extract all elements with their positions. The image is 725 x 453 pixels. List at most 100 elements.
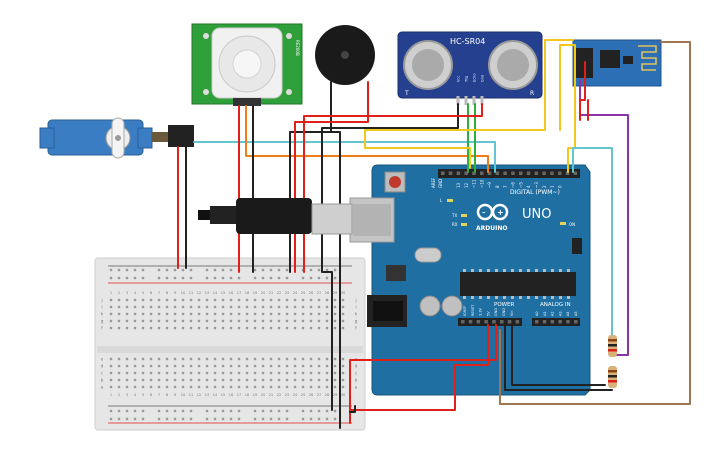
breadboard-hole [221, 312, 225, 316]
column-number: 16 [229, 393, 233, 397]
breadboard-hole [141, 319, 145, 323]
breadboard-hole [221, 385, 225, 389]
breadboard-hole [245, 371, 249, 375]
rail-hole [269, 276, 273, 280]
rail-hole [117, 417, 121, 421]
digital-pin-label: 8 [495, 185, 500, 188]
breadboard-hole [213, 326, 217, 330]
breadboard-hole [149, 357, 153, 361]
resistor-2-band-1 [608, 370, 617, 373]
rail-hole [157, 276, 161, 280]
breadboard-hole [197, 378, 201, 382]
breadboard-hole [245, 319, 249, 323]
breadboard-hole [261, 305, 265, 309]
header-pin [495, 171, 500, 175]
breadboard-hole [229, 305, 233, 309]
digital-pin-label: ~6 [511, 182, 516, 188]
usb-port-inner [353, 204, 391, 236]
breadboard-hole [333, 364, 337, 368]
breadboard-hole [229, 312, 233, 316]
rail-hole [181, 417, 185, 421]
column-number: 14 [213, 291, 218, 295]
power-pin-label: 5V [486, 311, 490, 316]
breadboard-hole [293, 305, 297, 309]
breadboard-hole [237, 298, 241, 302]
rail-hole [173, 417, 177, 421]
breadboard-hole [181, 385, 185, 389]
servo-cable [152, 132, 168, 142]
breadboard-hole [117, 319, 121, 323]
column-number: 28 [325, 291, 329, 295]
column-number: 12 [197, 393, 201, 397]
breadboard-hole [333, 298, 337, 302]
column-number: 7 [158, 393, 160, 397]
breadboard-hole [285, 385, 289, 389]
breadboard-hole [221, 357, 225, 361]
digital-header [438, 169, 580, 178]
breadboard-hole [173, 378, 177, 382]
breadboard-hole [293, 371, 297, 375]
chip-pin [551, 296, 554, 299]
breadboard-hole [277, 319, 281, 323]
breadboard-hole [325, 371, 329, 375]
breadboard-hole [125, 312, 129, 316]
rail-hole [133, 276, 137, 280]
rail-hole [237, 276, 241, 280]
chip-pin [567, 296, 570, 299]
breadboard-hole [261, 319, 265, 323]
breadboard-hole [181, 357, 185, 361]
breadboard-hole [189, 364, 193, 368]
breadboard-hole [229, 378, 233, 382]
rail-hole [277, 417, 281, 421]
rail-hole [261, 409, 265, 413]
pir-header [233, 98, 261, 106]
breadboard-hole [333, 312, 337, 316]
breadboard-hole [173, 312, 177, 316]
column-number: 18 [245, 393, 249, 397]
header-pin [503, 171, 507, 175]
rail-hole [229, 268, 233, 272]
rail-hole [221, 276, 225, 280]
breadboard-hole [301, 326, 305, 330]
breadboard-hole [205, 357, 209, 361]
breadboard-hole [277, 357, 281, 361]
breadboard-hole [213, 319, 217, 323]
breadboard-hole [277, 305, 281, 309]
breadboard-hole [221, 371, 225, 375]
breadboard-hole [157, 371, 161, 375]
breadboard-hole [117, 364, 121, 368]
breadboard-hole [285, 378, 289, 382]
row-letter: b [355, 378, 358, 383]
ultrasonic-label: HC-SR04 [450, 37, 485, 46]
breadboard-hole [213, 357, 217, 361]
chip-pin [511, 269, 514, 272]
breadboard-body [94, 257, 366, 431]
column-number: 9 [174, 291, 176, 295]
rail-hole [173, 268, 177, 272]
row-letter: a [355, 385, 358, 390]
breadboard-hole [157, 305, 161, 309]
header-pin [534, 171, 539, 175]
header-pin [558, 171, 562, 175]
breadboard-hole [109, 371, 113, 375]
breadboard-hole [285, 326, 289, 330]
rail-hole [109, 409, 113, 413]
breadboard-hole [141, 357, 145, 361]
row-letter: c [355, 371, 357, 376]
pir-mount-hole-1 [203, 33, 209, 39]
chip-pin [479, 296, 482, 299]
servo-connector [168, 125, 194, 147]
breadboard-hole [141, 364, 145, 368]
analog-pin-label: A1 [543, 311, 547, 316]
header-pin [472, 171, 476, 175]
breadboard-hole [253, 364, 257, 368]
digital-pin-label: 4 [526, 185, 531, 188]
icsp-header [572, 238, 582, 254]
led-tx [461, 214, 467, 217]
rail-hole [237, 417, 241, 421]
breadboard-hole [261, 371, 265, 375]
rail-hole [309, 268, 313, 272]
breadboard-hole [205, 364, 209, 368]
breadboard-hole [237, 357, 241, 361]
